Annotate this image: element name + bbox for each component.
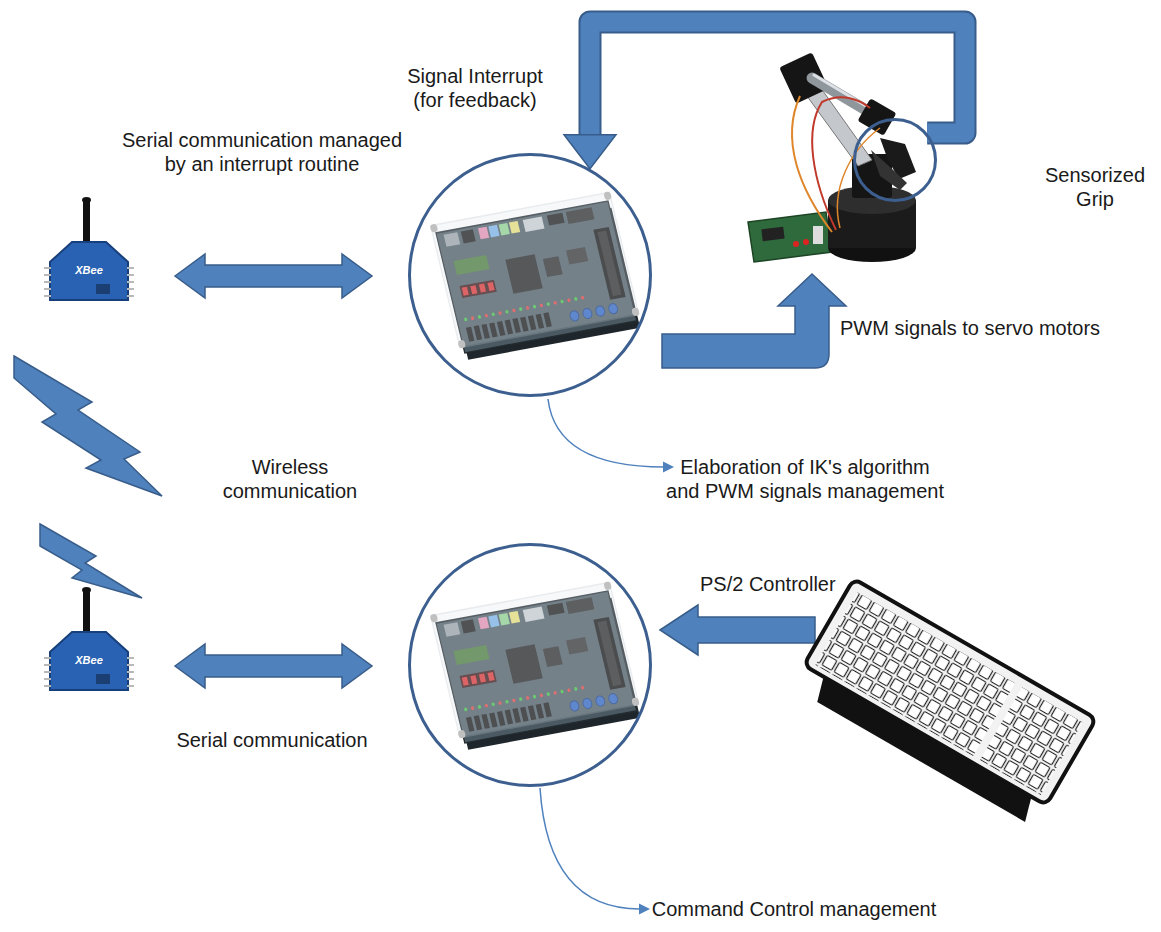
circle-outline [855, 120, 936, 201]
label-slot: Serial communication managed by an inter… [117, 128, 407, 176]
robot-arm-part [813, 226, 823, 244]
label-slot: XBee [70, 654, 108, 667]
annotation-text: Wireless communication [215, 455, 365, 503]
robot-arm [748, 52, 916, 262]
module-logo: XBee [70, 654, 108, 667]
feedback-arrow [564, 22, 965, 169]
pwm-arrow [662, 274, 846, 368]
label-slot: Wireless communication [215, 455, 365, 503]
fpga-board-photo-part-part [631, 307, 640, 316]
leader-line-part [548, 399, 664, 467]
annotation-text: Serial communication managed by an inter… [117, 128, 407, 176]
fpga-board-photo-part [410, 545, 650, 785]
serial-arrow [175, 644, 372, 688]
robot-arm-part [812, 97, 870, 230]
label-slot: PWM signals to servo motors [840, 316, 1140, 340]
serial-arrow [175, 254, 372, 298]
wireless-bolt [14, 356, 162, 496]
fpga-board-photo [410, 545, 650, 785]
wireless-bolt [40, 524, 142, 598]
robot-arm-part [793, 241, 799, 247]
leader-line-part [639, 904, 650, 915]
fpga-board-photo-part-part [457, 340, 466, 349]
label-slot: XBee [70, 264, 108, 277]
keyboard [791, 579, 1096, 827]
node-outline [853, 118, 937, 202]
fpga-board-photo-part-part [603, 191, 612, 200]
xbee-module-part [50, 242, 128, 300]
xbee-module-part [50, 632, 128, 690]
controller-board-circle: Elaboration of IK's algorithm and PWM si… [408, 153, 652, 397]
grip-circle: Sensorized Grip [853, 118, 937, 202]
label-slot: Serial communication [157, 728, 387, 752]
controller-board-circle: Command Control management [408, 543, 652, 787]
fpga-board-photo-part-part [430, 224, 439, 233]
module-logo: XBee [70, 264, 108, 277]
robot-arm-part [748, 212, 832, 262]
xbee-module-part [96, 674, 110, 684]
fpga-board-photo-part-part [457, 730, 466, 739]
node-caption: Elaboration of IK's algorithm and PWM si… [645, 455, 965, 503]
robot-arm-part [792, 96, 832, 232]
keyboard-part [980, 687, 1083, 795]
node-caption: Command Control management [644, 897, 944, 921]
fpga-board-photo-part-part [603, 581, 612, 590]
leader-line [540, 788, 650, 915]
keyboard-part [815, 592, 1015, 756]
annotation-text: PWM signals to servo motors [840, 316, 1140, 340]
leader-line-part [663, 462, 674, 473]
keyboard-part [804, 579, 1096, 806]
robot-arm-part [871, 150, 907, 190]
xbee-module [44, 587, 134, 690]
node-outline [408, 153, 652, 397]
circle-outline [410, 545, 651, 786]
robot-arm-part [761, 227, 784, 242]
node-caption: Sensorized Grip [1040, 163, 1150, 211]
keyboard-arrow [660, 605, 815, 655]
fpga-board-photo [410, 155, 650, 395]
leader-line [548, 399, 674, 473]
label-slot: PS/2 Controller [700, 572, 870, 596]
leader-line-part [540, 788, 640, 909]
fpga-board-photo-part [410, 155, 650, 395]
label-slot: Signal Interrupt (for feedback) [395, 64, 555, 112]
fpga-board-photo-part [430, 191, 643, 361]
xbee-module-part [96, 284, 110, 294]
xbee-module [44, 197, 134, 300]
fpga-board-photo-part-part [631, 697, 640, 706]
fpga-board-photo-part [430, 581, 643, 751]
fpga-board-photo-part-part [431, 582, 639, 737]
annotation-text: PS/2 Controller [700, 572, 870, 596]
annotation-text: Serial communication [157, 728, 387, 752]
fpga-board-photo-part-part [430, 614, 439, 623]
robot-arm-part [803, 239, 809, 245]
xbee-module-part [82, 197, 91, 203]
fpga-board-photo-part-part [431, 192, 639, 347]
xbee-module-part [82, 587, 91, 593]
edge-label: Signal Interrupt (for feedback) [395, 64, 555, 112]
circle-outline [410, 155, 651, 396]
node-outline [408, 543, 652, 787]
